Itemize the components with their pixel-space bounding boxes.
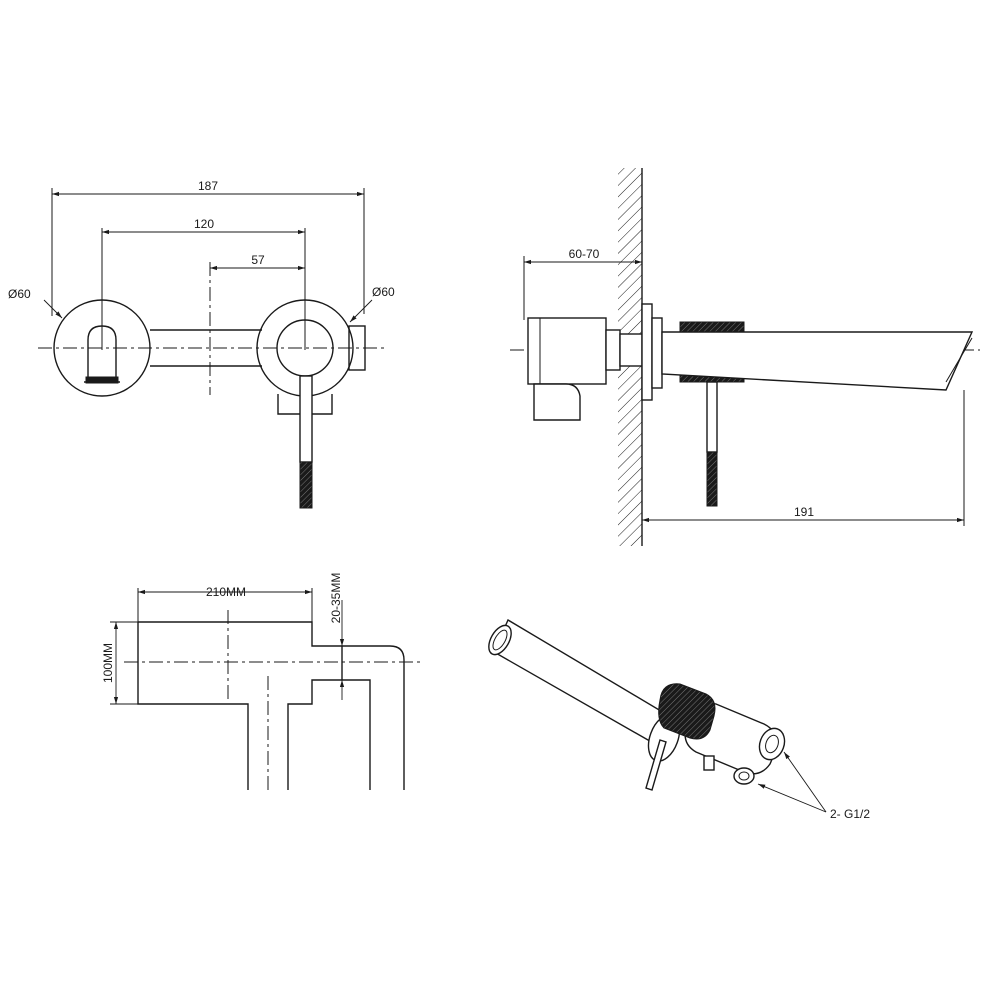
dim-label-120: 120: [194, 217, 214, 231]
dia-leader-right: [349, 299, 373, 323]
dia-label-right: Ø60: [372, 285, 395, 299]
left-escutcheon: [53, 299, 151, 397]
iso-spout: [493, 618, 677, 749]
iso-inlet-lower: [733, 767, 755, 785]
dim-label-20-35mm: 20-35MM: [329, 573, 343, 624]
dia-leader-left: [43, 299, 63, 319]
spout-tip-line: [945, 337, 973, 383]
lever-grip: [299, 461, 313, 509]
dim-label-57: 57: [251, 253, 265, 267]
iso-inlet-upper-bore: [765, 734, 779, 754]
escutcheon-plate: [641, 303, 653, 401]
inlet-label: 2- G1/2: [830, 807, 870, 821]
front-view: 187 120 57 Ø60 Ø60: [8, 179, 395, 509]
iso-view: 2- G1/2: [488, 618, 870, 821]
body-outline-inner: [287, 679, 371, 790]
iso-spout-aerator: [492, 629, 508, 651]
dim-label-100mm: 100MM: [101, 643, 115, 683]
dim-label-187: 187: [198, 179, 218, 193]
spout-outlet-profile: [87, 325, 117, 382]
iso-spout-outlet: [488, 624, 512, 656]
body-outline-top: [138, 621, 405, 790]
dim-label-60-70: 60-70: [569, 247, 600, 261]
side-view: 60-70 191: [510, 168, 980, 546]
dim-label-210mm: 210MM: [206, 585, 246, 599]
valve-inlet: [533, 383, 581, 421]
iso-valve-plug: [703, 755, 715, 771]
iso-inlet-upper: [758, 727, 786, 761]
aerator: [85, 376, 119, 384]
side-lever-grip: [706, 451, 718, 507]
iso-lever: [645, 739, 667, 791]
escutcheon-ring: [651, 317, 663, 389]
body-outline-left: [137, 622, 249, 790]
plan-view: 210MM 100MM 20-35MM: [101, 573, 420, 790]
lever-handle: [299, 375, 313, 463]
inlet-leader-lower: [757, 783, 827, 813]
right-body-edge: [348, 325, 366, 371]
spout: [661, 331, 974, 391]
valve-neck: [605, 329, 621, 371]
valve-stem: [619, 333, 643, 367]
side-lever: [706, 381, 718, 453]
inlet-leader-upper: [783, 751, 827, 813]
dim-label-191: 191: [794, 505, 814, 519]
dia-label-left: Ø60: [8, 287, 31, 301]
iso-inlet-lower-bore: [738, 771, 750, 781]
knurled-collar-top: [679, 321, 745, 333]
iso-knurled-handle: [658, 683, 716, 740]
